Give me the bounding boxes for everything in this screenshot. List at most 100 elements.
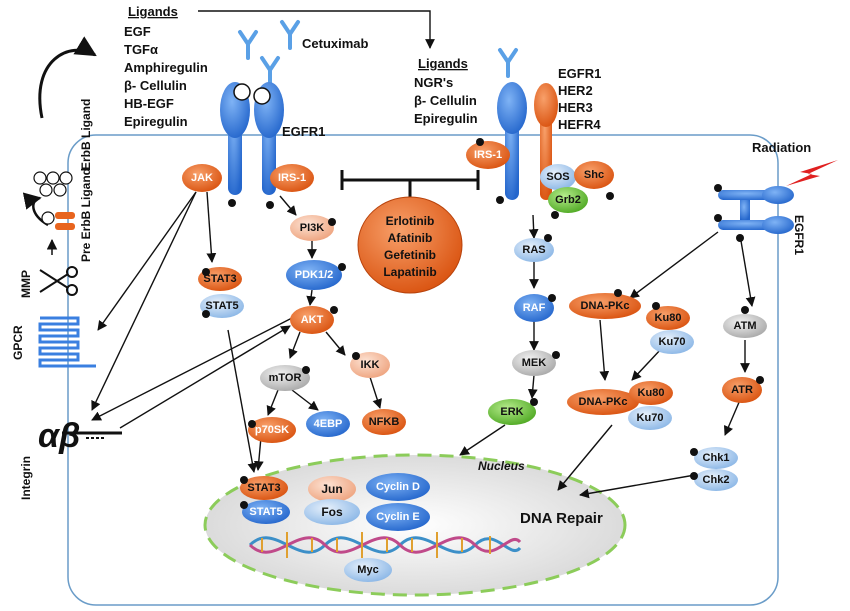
sos-label: SOS xyxy=(546,171,569,183)
jak-node xyxy=(182,164,222,192)
jun-label: Jun xyxy=(321,482,342,496)
nfkb-label: NFKB xyxy=(369,416,400,428)
tki-inhibition-bar xyxy=(340,170,480,200)
fos-node xyxy=(304,499,360,525)
pi3k-label: PI3K xyxy=(300,222,325,234)
chk2-node xyxy=(694,469,738,491)
dnapkc1-node xyxy=(569,293,641,319)
akt-label: AKT xyxy=(301,314,324,326)
ikk-node xyxy=(350,352,390,378)
cetuximab-label: Cetuximab xyxy=(302,36,369,51)
chk2-label: Chk2 xyxy=(703,474,730,486)
fos-label: Fos xyxy=(321,505,343,519)
tki-drug-label: Gefetinib xyxy=(384,248,436,262)
ligand-left-item: TGFα xyxy=(124,42,158,57)
p70sk-node xyxy=(248,417,296,443)
egfr1-left-label: EGFR1 xyxy=(282,124,325,139)
ku80a-label: Ku80 xyxy=(655,312,682,324)
receptor-label: EGFR1 xyxy=(558,66,601,81)
dnapkc1-label: DNA-PKc xyxy=(581,300,630,312)
atr-label: ATR xyxy=(731,384,753,396)
ligand-left-heading: Ligands xyxy=(128,4,178,19)
ku80b-node xyxy=(629,381,673,405)
grb2-label: Grb2 xyxy=(555,194,581,206)
pre-erbb-ligand-icon xyxy=(41,211,75,230)
erk-label: ERK xyxy=(500,406,523,418)
irs1-left-node xyxy=(270,164,314,192)
egfr1-right-label: EGFR1 xyxy=(792,215,806,255)
raf-node xyxy=(514,294,554,322)
ligand-left-item: EGF xyxy=(124,24,151,39)
4ebp-label: 4EBP xyxy=(314,418,343,430)
stat5-nuclear-label: STAT5 xyxy=(249,506,282,518)
erbb-ligand-label: ErbB Ligand xyxy=(79,99,93,170)
ligand-right-item: β- Cellulin xyxy=(414,93,477,108)
stat3-nuclear-node xyxy=(240,476,288,500)
ras-label: RAS xyxy=(522,244,545,256)
myc-node xyxy=(344,558,392,582)
ligand-left-item: Epiregulin xyxy=(124,114,188,129)
erbb-ligand-circles-icon xyxy=(33,171,73,197)
shc-label: Shc xyxy=(584,169,604,181)
mek-label: MEK xyxy=(522,357,547,369)
ku70b-label: Ku70 xyxy=(637,412,664,424)
atm-node xyxy=(723,314,767,338)
radiation-label: Radiation xyxy=(752,140,811,155)
atm-label: ATM xyxy=(733,320,756,332)
cyclin-d-node xyxy=(366,473,430,501)
p70sk-label: p70SK xyxy=(255,424,289,436)
mek-node xyxy=(512,350,556,376)
tki-drug-label: Erlotinib xyxy=(386,214,435,228)
egfr1-receptor-right xyxy=(718,186,794,234)
ku80a-node xyxy=(646,306,690,330)
chk1-label: Chk1 xyxy=(703,452,730,464)
stat3-label: STAT3 xyxy=(203,273,236,285)
pathway-arrows xyxy=(91,191,756,499)
stat5-label: STAT5 xyxy=(205,300,238,312)
grb2-node xyxy=(548,187,588,213)
cell-membrane xyxy=(67,134,779,606)
ligand-right-item: NGR's xyxy=(414,75,453,90)
ligand-left-item: β- Cellulin xyxy=(124,78,187,93)
erbb-release-arrow xyxy=(38,36,97,119)
irs1-right-node xyxy=(466,141,510,169)
receptor-label: HER3 xyxy=(558,100,593,115)
stat5-node xyxy=(200,294,244,318)
ku80b-label: Ku80 xyxy=(638,387,665,399)
integrin-label: Integrin xyxy=(19,456,33,500)
pre-erbb-ligand-label: Pre ErbB Ligand xyxy=(79,168,93,262)
4ebp-node xyxy=(306,411,350,437)
irs1-right-label: IRS-1 xyxy=(474,149,502,161)
dnapkc2-node xyxy=(567,389,639,415)
ligand-right-item: Epiregulin xyxy=(414,111,478,126)
egfr1-receptor-left xyxy=(220,82,284,195)
cyclin-d-label: Cyclin D xyxy=(376,481,420,493)
pi3k-node xyxy=(290,215,334,241)
akt-node xyxy=(290,306,334,334)
radiation-bolt-icon xyxy=(786,160,838,186)
mtor-label: mTOR xyxy=(269,372,302,384)
ligand-list-right: Ligands NGR's β- Cellulin Epiregulin xyxy=(414,56,478,126)
ku70a-label: Ku70 xyxy=(659,336,686,348)
cetuximab-antibody-icon xyxy=(238,20,518,86)
stat3-nuclear-label: STAT3 xyxy=(247,482,280,494)
myc-label: Myc xyxy=(357,564,378,576)
her-receptor-pair xyxy=(497,82,558,200)
irs1-left-label: IRS-1 xyxy=(278,172,306,184)
gpcr-label: GPCR xyxy=(11,325,25,360)
chk1-node xyxy=(694,447,738,469)
receptor-label: HEFR4 xyxy=(558,117,601,132)
cyclin-e-node xyxy=(366,503,430,531)
ikk-label: IKK xyxy=(361,359,380,371)
receptor-label: HER2 xyxy=(558,83,593,98)
phosphate-dots xyxy=(202,138,764,509)
ligand-list-left: Ligands EGF TGFα Amphiregulin β- Celluli… xyxy=(124,4,208,129)
cyclin-e-label: Cyclin E xyxy=(376,511,419,523)
ligand-left-item: Amphiregulin xyxy=(124,60,208,75)
tki-drug-node xyxy=(357,196,463,294)
shc-node xyxy=(574,161,614,189)
stat5-nuclear-node xyxy=(242,500,290,524)
pdk12-node xyxy=(286,260,342,290)
